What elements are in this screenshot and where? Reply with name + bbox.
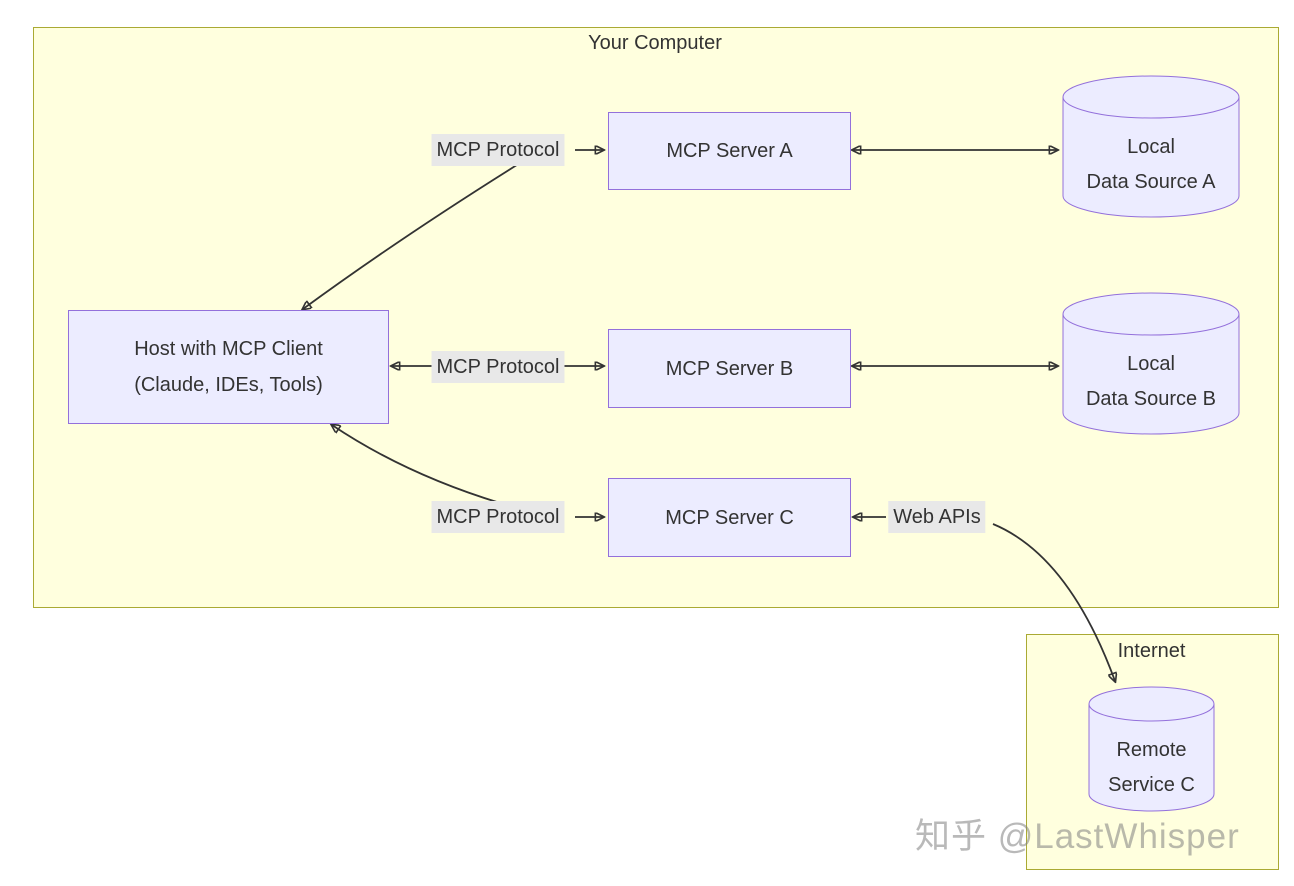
cluster-your-computer-title: Your Computer	[588, 32, 722, 54]
data-source-a-line2: Data Source A	[1086, 170, 1216, 193]
edge-label-mcp-protocol-c: MCP Protocol	[431, 501, 565, 533]
host-label-line2: (Claude, IDEs, Tools)	[134, 374, 323, 396]
node-mcp-server-c: MCP Server C	[608, 478, 851, 557]
node-mcp-server-a: MCP Server A	[608, 112, 851, 190]
database-cylinder-icon	[1062, 292, 1240, 435]
data-source-b-line2: Data Source B	[1085, 387, 1217, 410]
cluster-internet-title: Internet	[1117, 640, 1186, 662]
mcp-server-c-label: MCP Server C	[665, 506, 794, 529]
data-source-a-line1: Local	[1127, 135, 1175, 158]
node-mcp-server-b: MCP Server B	[608, 329, 851, 408]
remote-service-c-line1: Remote	[1116, 739, 1187, 761]
edge-label-mcp-protocol-a: MCP Protocol	[431, 134, 565, 166]
host-label-line1: Host with MCP Client	[134, 338, 323, 360]
remote-service-c-line2: Service C	[1108, 774, 1195, 796]
edge-label-mcp-protocol-b: MCP Protocol	[431, 351, 565, 383]
node-local-data-source-b: Local Data Source B	[1062, 292, 1240, 435]
mcp-server-a-label: MCP Server A	[666, 140, 793, 162]
mcp-server-b-label: MCP Server B	[665, 357, 794, 380]
node-host-with-mcp-client: Host with MCP Client (Claude, IDEs, Tool…	[68, 310, 389, 424]
edge-label-web-apis: Web APIs	[888, 501, 986, 533]
node-remote-service-c: Remote Service C	[1088, 686, 1215, 812]
database-cylinder-icon	[1062, 75, 1240, 218]
node-local-data-source-a: Local Data Source A	[1062, 75, 1240, 218]
database-cylinder-icon	[1088, 686, 1215, 812]
watermark-zhihu-lastwhisper: 知乎 @LastWhisper	[915, 817, 1240, 856]
data-source-b-line1: Local	[1127, 352, 1175, 375]
